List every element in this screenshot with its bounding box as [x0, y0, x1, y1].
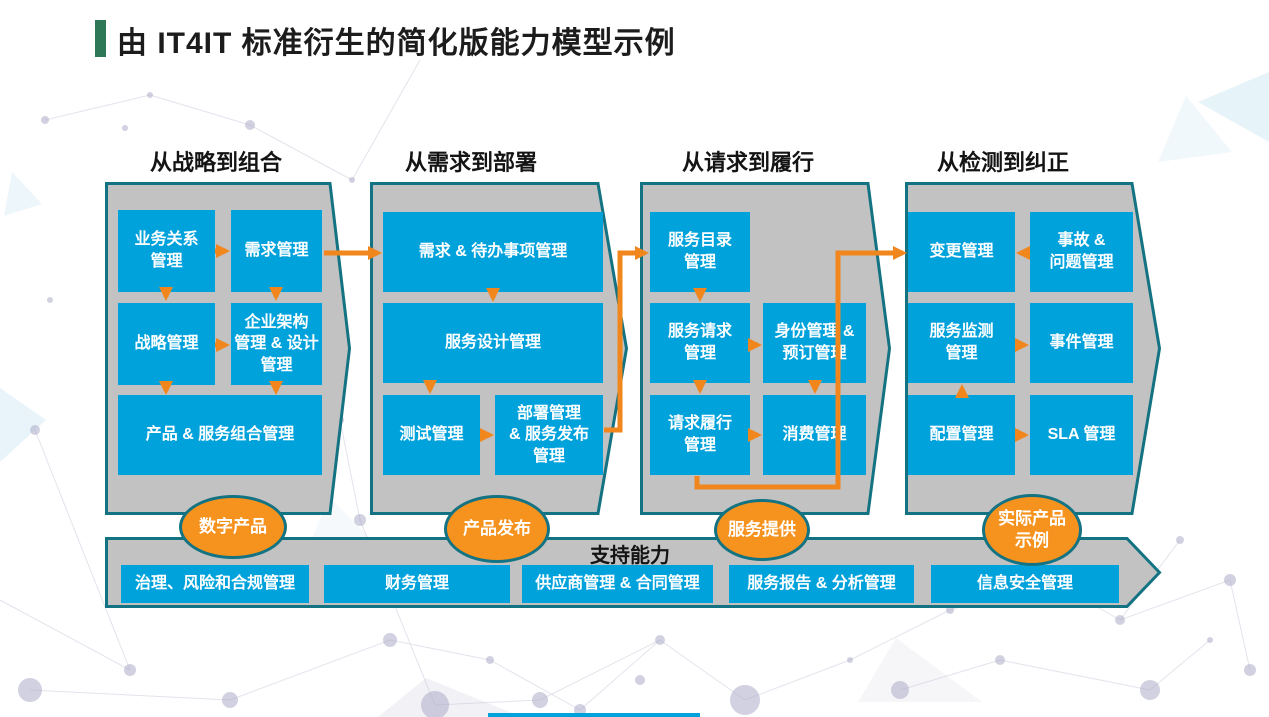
box-product-service-portfolio-management: 产品 & 服务组合管理	[118, 395, 322, 475]
box-service-request-management: 服务请求 管理	[650, 303, 750, 383]
box-enterprise-architecture-design-management: 企业架构 管理 & 设计 管理	[231, 303, 322, 385]
box-test-management: 测试管理	[383, 395, 480, 475]
box-identity-subscription-management: 身份管理 & 预订管理	[763, 303, 866, 383]
box-financial-management: 财务管理	[324, 565, 510, 603]
box-requirement-backlog-management: 需求 & 待办事项管理	[383, 212, 603, 292]
ellipse-digital-product: 数字产品	[179, 495, 287, 559]
box-configuration-management: 配置管理	[908, 395, 1015, 475]
box-consumption-management: 消费管理	[763, 395, 866, 475]
box-service-monitoring-management: 服务监测 管理	[908, 303, 1015, 383]
box-supplier-contract-management: 供应商管理 & 合同管理	[522, 565, 713, 603]
box-change-management: 变更管理	[908, 212, 1015, 292]
ellipse-actual-product-example: 实际产品 示例	[982, 494, 1082, 566]
box-service-design-management: 服务设计管理	[383, 303, 603, 383]
ellipse-product-release: 产品发布	[444, 495, 550, 563]
stream-header-strategy-to-portfolio: 从战略到组合	[150, 150, 283, 175]
box-sla-management: SLA 管理	[1030, 395, 1133, 475]
ellipse-service-provision: 服务提供	[714, 499, 810, 561]
bottom-accent-bar	[488, 713, 700, 717]
box-request-fulfillment-management: 请求履行 管理	[650, 395, 750, 475]
box-deployment-release-management: 部署管理 & 服务发布 管理	[495, 395, 603, 475]
box-demand-management: 需求管理	[231, 210, 322, 292]
box-service-catalog-management: 服务目录 管理	[650, 212, 750, 292]
box-incident-problem-management: 事故 & 问题管理	[1030, 212, 1133, 292]
box-event-management: 事件管理	[1030, 303, 1133, 383]
box-governance-risk-compliance-management: 治理、风险和合规管理	[121, 565, 309, 603]
box-service-reporting-analytics-management: 服务报告 & 分析管理	[729, 565, 914, 603]
title-accent-bar	[95, 20, 106, 57]
stream-header-requirement-to-deploy: 从需求到部署	[405, 150, 538, 175]
box-business-relationship-management: 业务关系 管理	[118, 210, 215, 292]
stream-header-request-to-fulfill: 从请求到履行	[682, 150, 815, 175]
page-title: 由 IT4IT 标准衍生的简化版能力模型示例	[117, 27, 676, 60]
support-band-title: 支持能力	[590, 545, 670, 567]
box-information-security-management: 信息安全管理	[931, 565, 1119, 603]
box-strategy-management: 战略管理	[118, 303, 215, 385]
stream-header-detect-to-correct: 从检测到纠正	[937, 150, 1070, 175]
